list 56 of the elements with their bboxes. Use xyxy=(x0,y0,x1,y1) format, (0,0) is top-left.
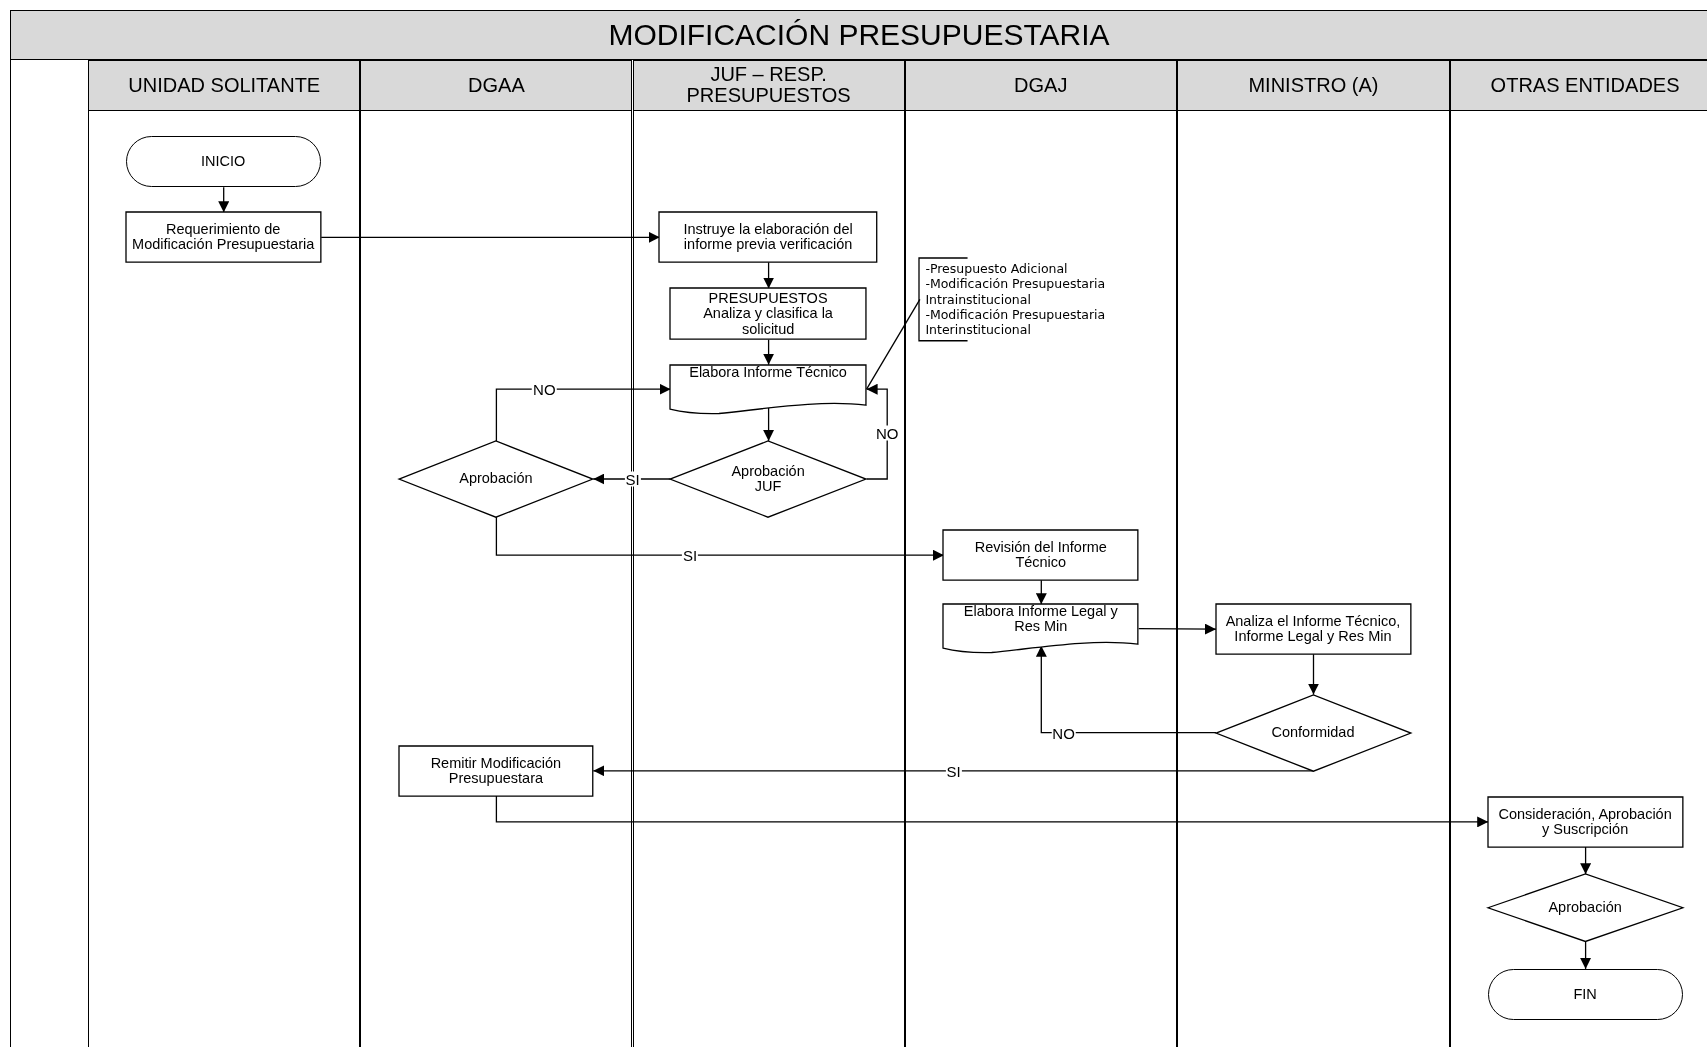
arrow xyxy=(865,383,888,480)
lane-header: DGAJ xyxy=(905,59,1176,111)
edge-label: NO xyxy=(875,425,900,441)
edge-label: SI xyxy=(624,471,641,487)
node-text: Elabora Informe Técnico xyxy=(689,364,847,380)
process-box xyxy=(125,212,321,263)
node-text: Conformidad xyxy=(1271,725,1355,741)
node-text: Remitir Modificación Presupuestara xyxy=(429,755,563,786)
lane-header: MINISTRO (A) xyxy=(1177,59,1450,111)
process-box xyxy=(1487,796,1683,847)
node-text: -Presupuesto Adicional xyxy=(925,261,1068,277)
node-text: Aprobación JUF xyxy=(730,463,806,495)
decision-diamond xyxy=(399,440,593,518)
swimlane xyxy=(1176,59,1451,1047)
arrow xyxy=(1580,941,1592,970)
swimlane xyxy=(904,59,1177,1047)
arrow xyxy=(1580,846,1592,875)
process-box xyxy=(943,530,1139,581)
lane-header: JUF – RESP. PRESUPUESTOS xyxy=(633,59,904,111)
node-text: Instruye la elaboración del informe previa verificación xyxy=(682,222,854,253)
lane-header: UNIDAD SOLITANTE xyxy=(89,59,360,111)
process-box xyxy=(1215,604,1411,655)
node-text: Consideración, Aprobación y Suscripción xyxy=(1497,806,1673,838)
node-text: -Modificación Presupuestaria Interinstitucional xyxy=(925,307,1107,338)
terminal-shape xyxy=(125,136,321,188)
process-box xyxy=(659,212,877,263)
lane-header: OTRAS ENTIDADES xyxy=(1451,59,1707,111)
node-text: Elabora Informe Legal y Res Min xyxy=(962,604,1119,635)
document-shape xyxy=(943,604,1139,654)
decision-diamond xyxy=(670,440,867,518)
terminal-shape xyxy=(1487,968,1683,1021)
swimlane xyxy=(88,59,361,1047)
process-box xyxy=(670,288,867,340)
node-text: Revisión del Informe Técnico xyxy=(973,539,1108,571)
node-text: PRESUPUESTOS xyxy=(708,291,828,307)
node-text: Analiza y clasifica la solicitud xyxy=(702,306,834,337)
arrow xyxy=(1308,653,1319,696)
node-text: Aprobación xyxy=(1548,900,1622,916)
node-text: Analiza el Informe Técnico, Informe Legal y Res Min xyxy=(1224,614,1402,645)
decision-diamond xyxy=(1215,694,1411,771)
arrow xyxy=(763,261,775,290)
node-text: FIN xyxy=(1573,986,1597,1003)
node-text: Aprobación xyxy=(459,471,533,487)
lane-header: DGAA xyxy=(361,59,632,111)
arrow xyxy=(218,186,230,213)
node-text: INICIO xyxy=(201,154,246,170)
arrow xyxy=(1035,579,1047,605)
document-shape xyxy=(670,364,867,414)
swimlane xyxy=(1450,59,1707,1047)
node-text: Requerimiento de Modificación Presupuestaria xyxy=(131,222,315,253)
process-box xyxy=(399,745,593,796)
node-text: -Modificación Presupuestaria Intrainstitucional xyxy=(925,276,1107,307)
arrow xyxy=(1035,645,1217,734)
title-banner: MODIFICACIÓN PRESUPUESTARIA xyxy=(10,10,1707,60)
decision-diamond xyxy=(1487,874,1683,942)
arrow xyxy=(763,339,775,366)
